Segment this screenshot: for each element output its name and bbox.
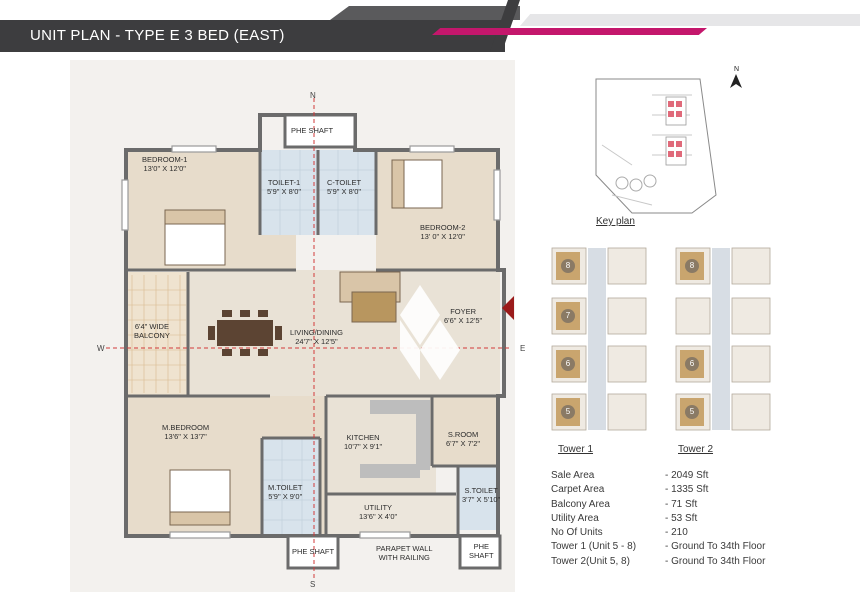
- stat-label: Sale Area: [551, 470, 595, 481]
- key-plan-map: [595, 78, 717, 214]
- tower-2-diagram: 8 6 5: [672, 244, 782, 439]
- stat-row: Sale Area - 2049 Sft: [551, 470, 801, 484]
- stat-value: - 1335 Sft: [665, 484, 709, 496]
- header-accent-light: [520, 14, 860, 26]
- axis-east-label: E: [520, 344, 526, 353]
- tower-2-unit-6: 6: [689, 359, 695, 368]
- stat-row: Tower 2(Unit 5, 8) - Ground To 34th Floo…: [551, 556, 801, 570]
- stat-label: Carpet Area: [551, 484, 605, 496]
- tower-2-layout: [675, 247, 771, 431]
- north-arrow-icon: [730, 74, 742, 88]
- header-band: [0, 20, 505, 52]
- stat-value: - Ground To 34th Floor: [665, 541, 766, 553]
- tower-1-unit-6: 6: [565, 359, 571, 368]
- stat-value: - 2049 Sft: [665, 470, 709, 481]
- stat-label: Utility Area: [551, 512, 599, 524]
- stat-row: Tower 1 (Unit 5 - 8) - Ground To 34th Fl…: [551, 541, 801, 555]
- tower-1-unit-7: 7: [565, 311, 571, 320]
- header-accent-grey: [330, 6, 520, 20]
- axis-south-label: S: [310, 580, 316, 589]
- stat-value: - 71 Sft: [665, 498, 698, 510]
- phe-shaft-bottom-label: PHE SHAFT: [292, 547, 335, 556]
- tower-2-unit-8: 8: [689, 261, 695, 270]
- axis-west-label: W: [97, 344, 105, 353]
- tower-2-unit-5: 5: [689, 407, 695, 416]
- stat-row: Utility Area - 53 Sft: [551, 513, 801, 527]
- stat-row: No Of Units - 210: [551, 527, 801, 541]
- stat-value: - Ground To 34th Floor: [665, 555, 766, 567]
- tower-1-label: Tower 1: [558, 444, 594, 455]
- stat-row: Carpet Area - 1335 Sft: [551, 484, 801, 498]
- stat-value: - 210: [665, 527, 688, 539]
- stat-row: Balcony Area - 71 Sft: [551, 499, 801, 513]
- stat-value: - 53 Sft: [665, 512, 698, 524]
- page-title: UNIT PLAN - TYPE E 3 BED (EAST): [30, 27, 285, 44]
- tower-1-unit-8: 8: [565, 261, 571, 270]
- tower-1-layout: [551, 247, 647, 431]
- phe-shaft-top-label: PHE SHAFT: [291, 126, 334, 135]
- stat-label: No Of Units: [551, 527, 603, 539]
- tower-1-diagram: 8 7 6 5: [548, 244, 658, 439]
- tower-1-unit-5: 5: [565, 407, 571, 416]
- key-plan-north-label: N: [734, 66, 740, 73]
- tower-2-label: Tower 2: [678, 444, 714, 455]
- stat-label: Tower 1 (Unit 5 - 8): [551, 541, 637, 553]
- floor-plan-drawing: [70, 60, 515, 592]
- header-accent-pink: [432, 28, 707, 35]
- area-details: Sale Area - 2049 Sft Carpet Area - 1335 …: [551, 470, 801, 570]
- page-header: UNIT PLAN - TYPE E 3 BED (EAST): [0, 0, 860, 52]
- stat-label: Tower 2(Unit 5, 8): [551, 555, 630, 567]
- stat-label: Balcony Area: [551, 498, 610, 510]
- key-plan-caption: Key plan: [596, 216, 635, 227]
- axis-north-label: N: [310, 91, 316, 100]
